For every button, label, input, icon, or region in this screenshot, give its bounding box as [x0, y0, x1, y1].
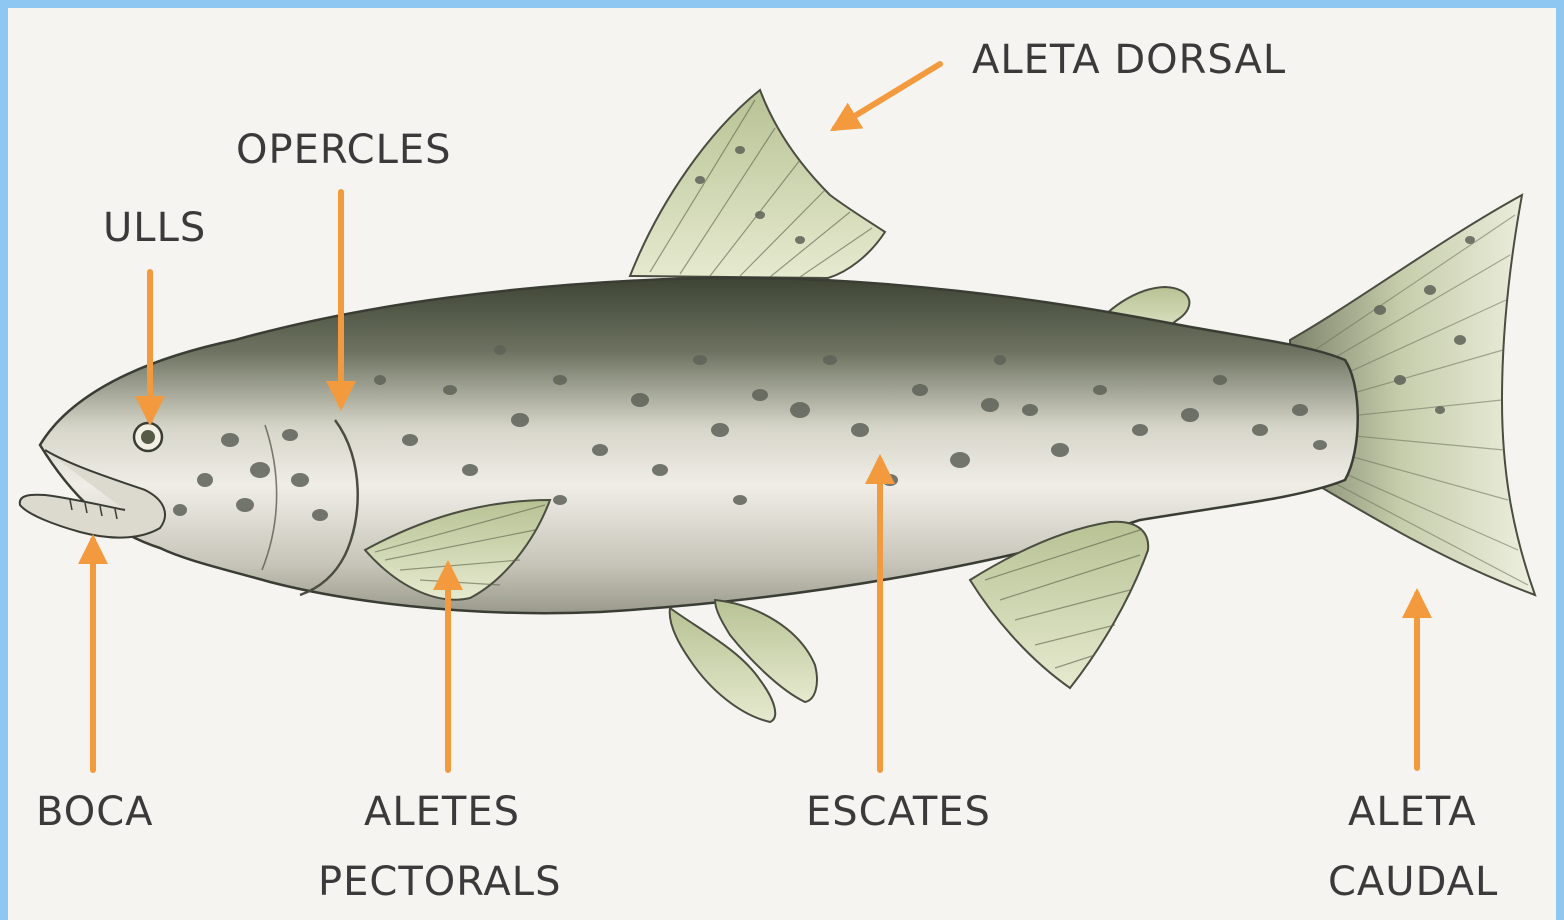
label-aleta: ALETA — [1348, 792, 1477, 832]
label-escates: ESCATES — [806, 792, 991, 832]
fish-pupil — [141, 430, 155, 444]
label-opercles: OPERCLES — [236, 130, 452, 170]
fish-body — [40, 278, 1358, 613]
arrow-aleta-dorsal — [835, 64, 940, 128]
label-aletes: ALETES — [364, 792, 520, 832]
label-pectorals: PECTORALS — [318, 862, 561, 902]
label-aleta-dorsal: ALETA DORSAL — [972, 40, 1286, 80]
label-caudal: CAUDAL — [1328, 862, 1498, 902]
label-boca: BOCA — [36, 792, 154, 832]
label-ulls: ULLS — [103, 208, 206, 248]
diagram-frame: ALETA DORSAL OPERCLES ULLS BOCA ALETES P… — [8, 8, 1556, 920]
